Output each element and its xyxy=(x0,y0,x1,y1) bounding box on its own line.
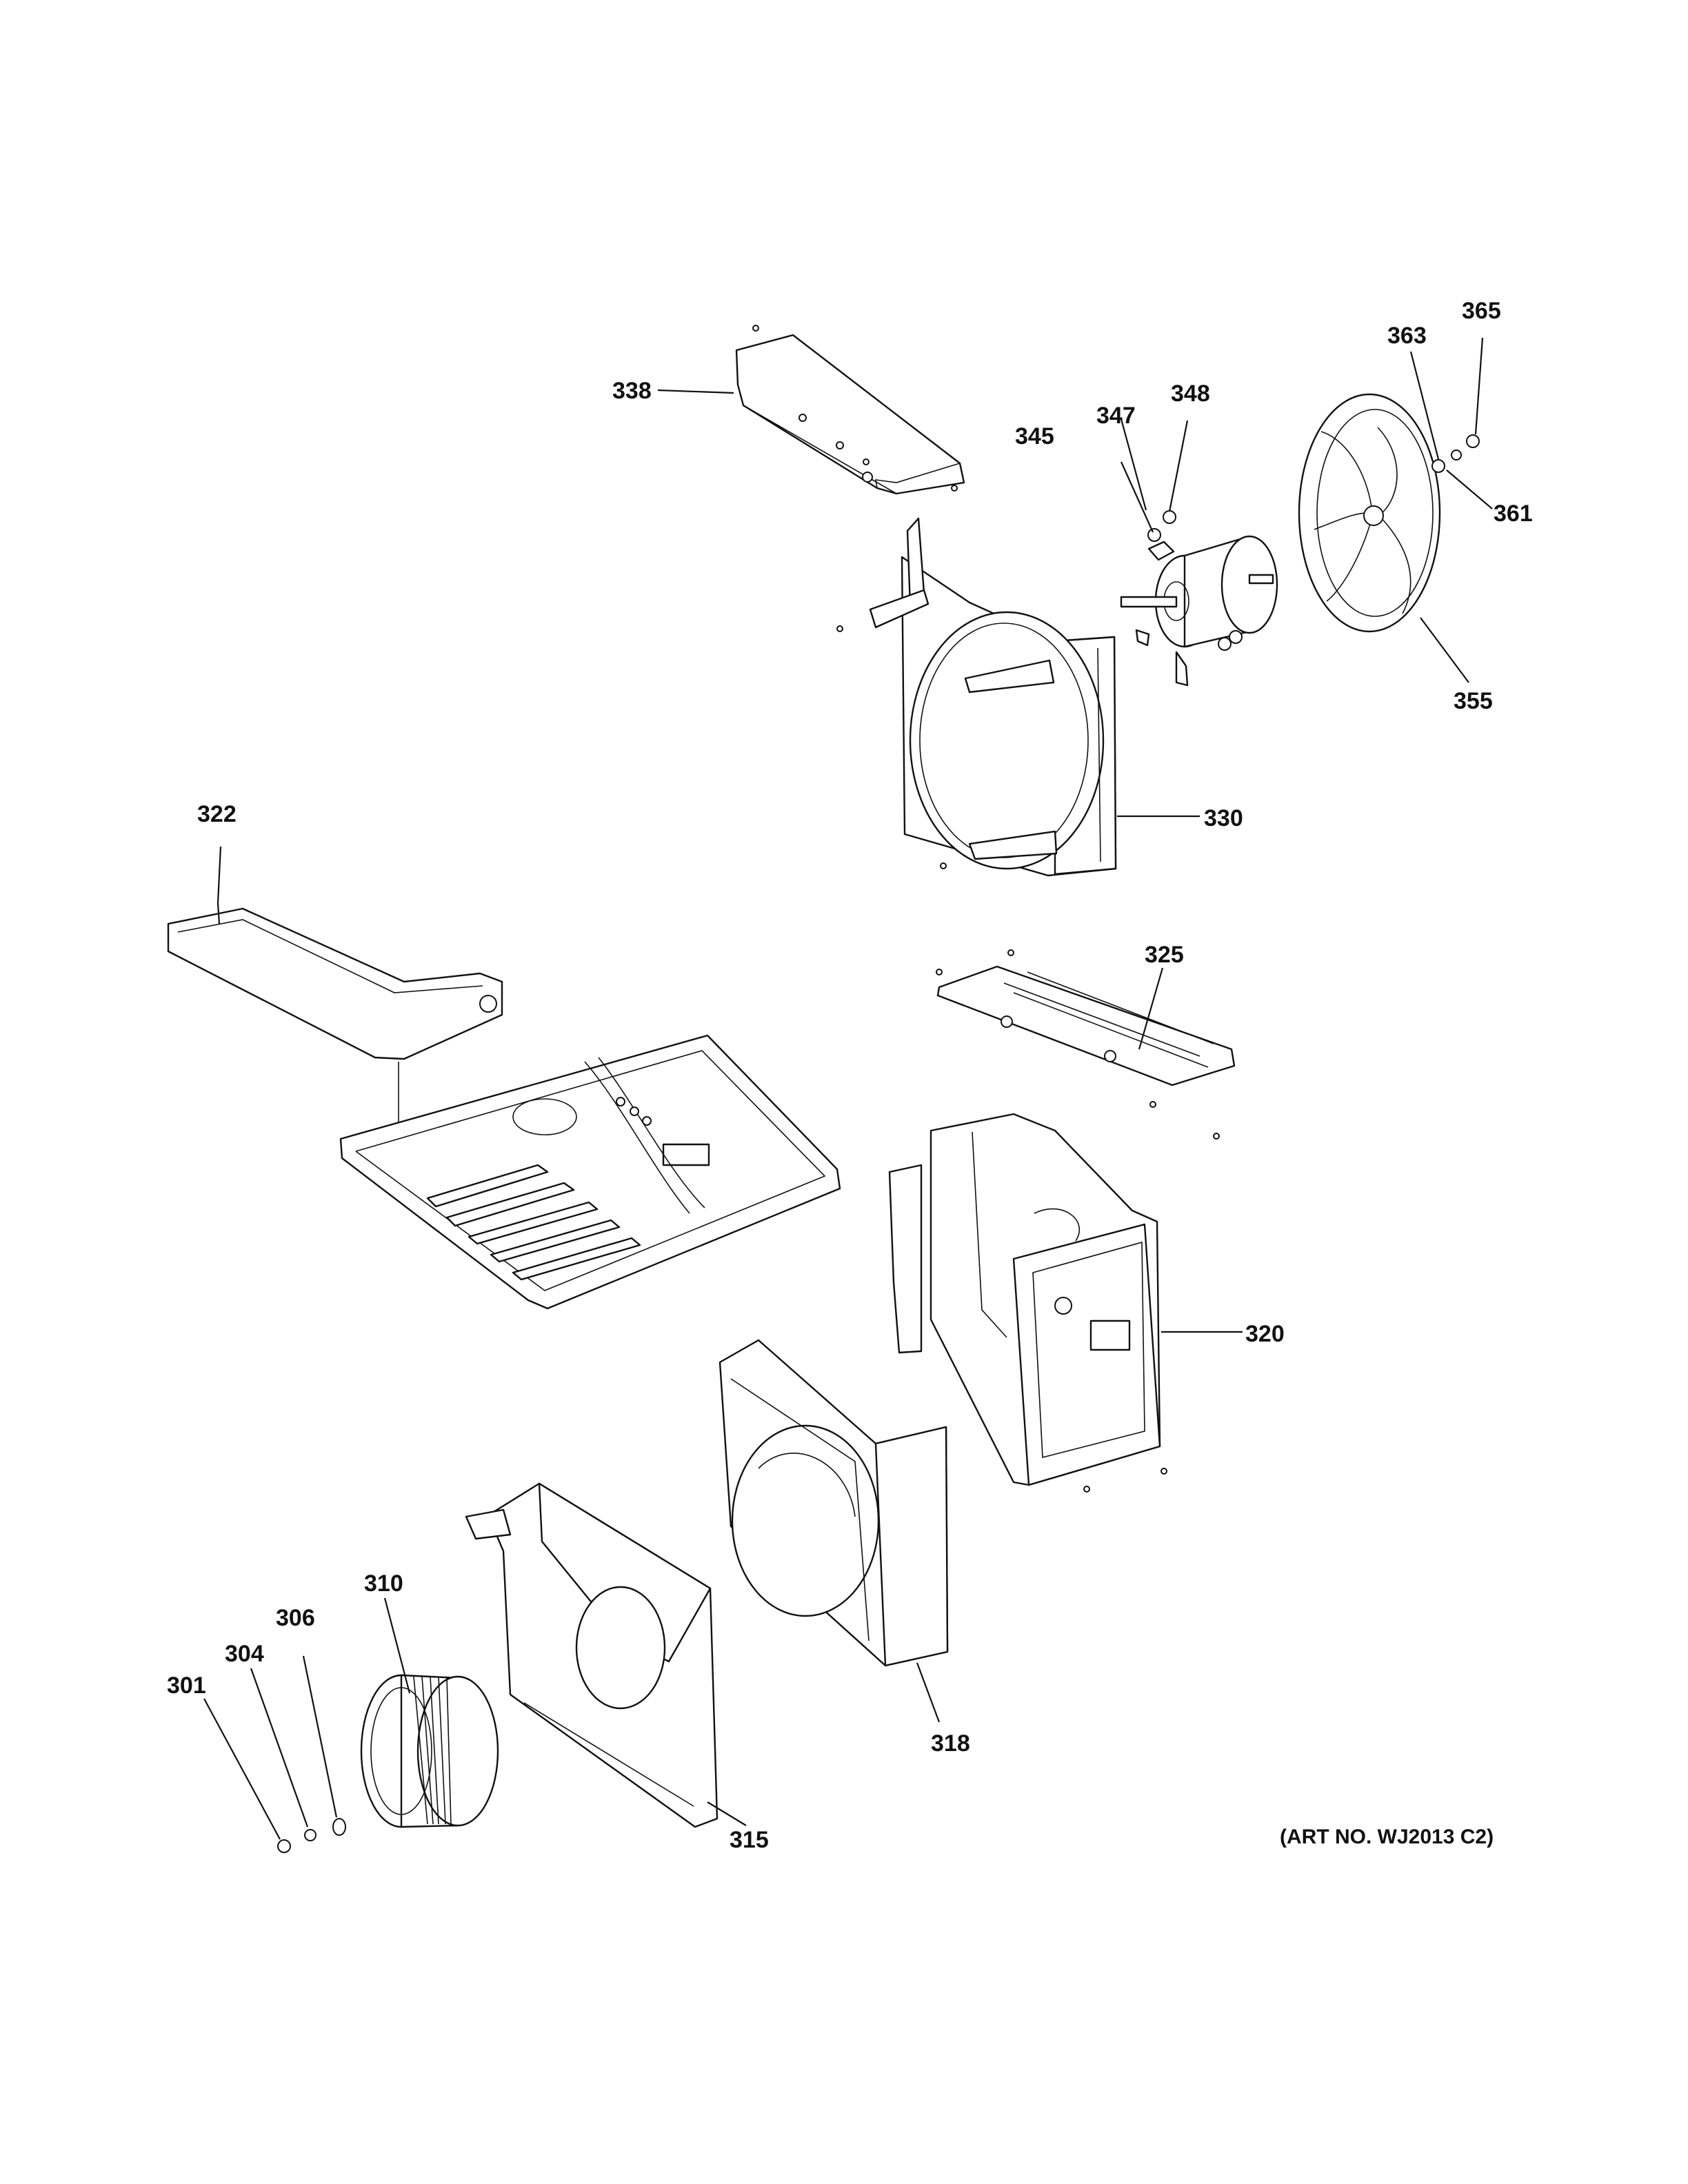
art-number: (ART NO. WJ2013 C2) xyxy=(1280,1826,1494,1848)
label-325: 325 xyxy=(1145,942,1184,968)
part-320-control-box xyxy=(888,1113,1167,1493)
part-355-fan-blade xyxy=(1298,393,1480,633)
base-pan xyxy=(339,1034,841,1310)
label-363: 363 xyxy=(1387,323,1427,349)
label-361: 361 xyxy=(1494,501,1533,527)
label-301: 301 xyxy=(167,1672,206,1699)
part-338-top-cover xyxy=(735,325,965,495)
label-348: 348 xyxy=(1171,381,1210,407)
label-322: 322 xyxy=(197,801,237,827)
part-318-blower-scroll xyxy=(719,1339,949,1667)
part-325-plate xyxy=(936,949,1236,1140)
label-306: 306 xyxy=(276,1605,315,1631)
label-330: 330 xyxy=(1204,805,1243,831)
label-355: 355 xyxy=(1454,688,1493,714)
part-315-inlet-panel xyxy=(465,1482,719,1828)
part-322-rail xyxy=(167,907,503,1158)
label-320: 320 xyxy=(1245,1321,1285,1347)
label-318: 318 xyxy=(931,1730,970,1757)
callout-labels: 338 345 347 348 363 365 361 355 330 322 … xyxy=(167,298,1533,1853)
blower-wheel-blades xyxy=(413,1676,452,1825)
part-330-shroud xyxy=(836,517,1117,877)
label-345: 345 xyxy=(1015,423,1054,449)
leader-lines xyxy=(203,337,1493,1840)
label-315: 315 xyxy=(730,1827,769,1853)
label-338: 338 xyxy=(612,378,652,404)
label-304: 304 xyxy=(225,1641,264,1667)
hardware-301-304-306 xyxy=(277,1818,346,1853)
part-345-fan-motor xyxy=(1120,510,1278,687)
label-365: 365 xyxy=(1462,298,1501,324)
label-347: 347 xyxy=(1096,403,1136,429)
base-pan-ribs xyxy=(426,1164,641,1281)
label-310: 310 xyxy=(364,1570,403,1597)
part-310-blower-wheel xyxy=(360,1674,499,1828)
